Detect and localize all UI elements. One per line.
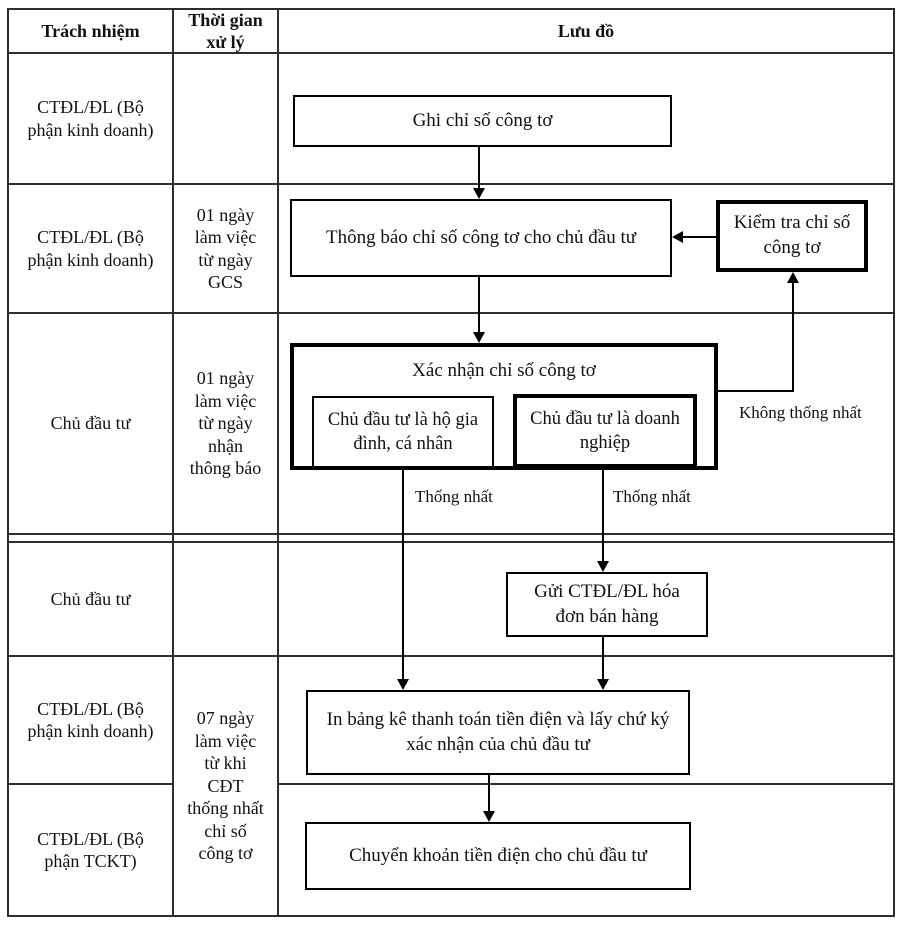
flow-node-chuyen-khoan: Chuyển khoản tiền điện cho chủ đầu tư	[305, 822, 691, 890]
header-time: Thời gian xử lý	[188, 9, 263, 53]
edge-label-thongnhat-left: Thống nhất	[415, 487, 493, 506]
time-row-2: 01 ngày làm việc từ ngày GCS	[194, 204, 257, 293]
connector-khongthongnhat-vertical	[792, 282, 794, 392]
header-responsibility: Trách nhiệm	[41, 20, 140, 41]
connector-ghi-to-thongbao	[478, 147, 480, 189]
arrowhead-into-chuyenkhoan	[483, 811, 495, 822]
arrowhead-right-into-inbangke	[597, 679, 609, 690]
flow-node-ghi-chi-so: Ghi chỉ số công tơ	[293, 95, 672, 147]
row-divider-4	[7, 655, 895, 657]
arrowhead-into-thongbao-right	[672, 231, 683, 243]
arrowhead-into-guihoadon	[597, 561, 609, 572]
flow-node-ho-gia-dinh: Chủ đầu tư là hộ gia đình, cá nhân	[312, 396, 494, 468]
table-border-top	[7, 8, 895, 10]
row-divider-5-left	[7, 783, 174, 785]
header-flow: Lưu đồ	[557, 20, 615, 41]
flow-node-thong-bao: Thông báo chỉ số công tơ cho chủ đầu tư	[290, 199, 672, 277]
flow-node-in-bang-ke: In bảng kê thanh toán tiền điện và lấy c…	[306, 690, 690, 775]
connector-thongnhat-left	[402, 470, 404, 679]
row-divider-2	[7, 312, 895, 314]
responsibility-row-3: Chủ đầu tư	[50, 413, 131, 434]
row-divider-1	[7, 183, 895, 185]
time-row-3: 01 ngày làm việc từ ngày nhận thông báo	[189, 368, 262, 479]
row-divider-3-double-b	[7, 541, 895, 543]
connector-thongnhat-right	[602, 470, 604, 561]
column-divider-2	[277, 8, 279, 917]
column-divider-1	[172, 8, 174, 917]
responsibility-row-4: Chủ đầu tư	[50, 588, 131, 609]
flow-node-doanh-nghiep: Chủ đầu tư là doanh nghiệp	[513, 394, 697, 468]
edge-label-khongthongnhat: Không thống nhất	[739, 403, 862, 422]
arrowhead-left-into-inbangke	[397, 679, 409, 690]
flow-node-xac-nhan: Xác nhận chỉ số công tơ	[290, 343, 718, 470]
flow-node-gui-hoa-don: Gửi CTĐL/ĐL hóa đơn bán hàng	[506, 572, 708, 637]
table-border-right	[893, 8, 895, 917]
arrowhead-into-xacnhan	[473, 332, 485, 343]
flow-node-xac-nhan-label: Xác nhận chỉ số công tơ	[412, 360, 596, 381]
row-divider-5-right	[277, 783, 895, 785]
responsibility-row-1: CTĐL/ĐL (Bộ phận kinh doanh)	[27, 97, 154, 140]
table-border-left	[7, 8, 9, 917]
responsibility-row-6: CTĐL/ĐL (Bộ phận TCKT)	[37, 828, 144, 872]
connector-kiemtra-to-thongbao	[682, 236, 716, 238]
connector-khongthongnhat-horizontal	[716, 390, 794, 392]
arrowhead-into-kiemtra	[787, 272, 799, 283]
row-divider-3-double-a	[7, 533, 895, 535]
row-divider-header	[7, 52, 895, 54]
arrowhead-into-thongbao	[473, 188, 485, 199]
edge-label-thongnhat-right: Thống nhất	[613, 487, 691, 506]
table-border-bottom	[7, 915, 895, 917]
flow-node-kiem-tra: Kiểm tra chỉ số công tơ	[716, 200, 868, 272]
connector-guihoadon-to-inbangke	[602, 637, 604, 679]
connector-inbangke-to-chuyenkhoan	[488, 775, 490, 811]
connector-thongbao-to-xacnhan	[478, 277, 480, 332]
responsibility-row-5: CTĐL/ĐL (Bộ phận kinh doanh)	[27, 698, 154, 742]
time-rows-5-6-merged: 07 ngày làm việc từ khi CĐT thống nhất c…	[187, 708, 264, 864]
responsibility-row-2: CTĐL/ĐL (Bộ phận kinh doanh)	[27, 227, 154, 270]
